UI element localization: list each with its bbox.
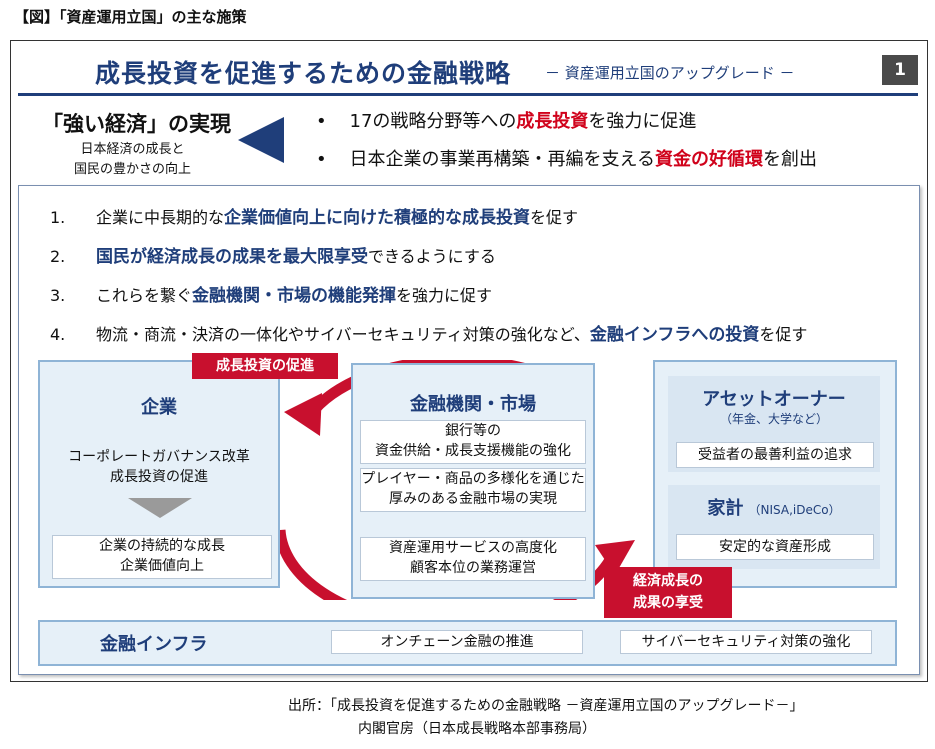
asset-owner-item: 受益者の最善利益の追求 xyxy=(676,442,874,468)
finance-item-line1: 銀行等の xyxy=(445,423,501,439)
finance-item-line2: 顧客本位の業務運営 xyxy=(410,560,536,576)
item-text-post: を促す xyxy=(759,325,808,344)
bullet-growth-investment: • 17の戦略分野等への成長投資を強力に促進 xyxy=(316,107,696,133)
item-text-post: を促す xyxy=(530,208,579,227)
left-triangle-icon xyxy=(238,117,284,163)
numbered-item-1: 1. 企業に中長期的な企業価値向上に向けた積極的な成長投資を促す xyxy=(50,203,578,228)
item-number: 3. xyxy=(50,286,66,305)
infra-item-cybersecurity: サイバーセキュリティ対策の強化 xyxy=(620,630,872,654)
bullet-highlight: 成長投資 xyxy=(516,111,589,132)
down-triangle-icon xyxy=(128,498,192,518)
bullet-dot: • xyxy=(316,111,327,132)
source-line2: 内閣官房（日本成長戦略本部事務局） xyxy=(358,721,596,737)
goal-title: 「強い経済」の実現 xyxy=(42,112,231,136)
asset-owner-title: アセットオーナー xyxy=(702,389,846,410)
bullet-capital-cycle: • 日本企業の事業再構築・再編を支える資金の好循環を創出 xyxy=(316,145,817,171)
item-number: 1. xyxy=(50,208,66,227)
finance-item-line2: 厚みのある金融市場の実現 xyxy=(389,491,557,507)
item-highlight: 金融機関・市場の機能発揮 xyxy=(192,286,397,306)
source-line1: 出所：「成長投資を促進するための金融戦略 －資産運用立国のアップグレード－」 xyxy=(288,698,804,714)
asset-owner-subtitle: （年金、大学など） xyxy=(719,412,828,426)
numbered-item-3: 3. これらを繋ぐ金融機関・市場の機能発揮を強力に促す xyxy=(50,281,492,306)
arrow-head-left-icon xyxy=(284,393,322,436)
bullet-text-post: を強力に促進 xyxy=(588,111,697,132)
finance-item-line2: 資金供給・成長支援機能の強化 xyxy=(375,443,571,459)
item-highlight: 国民が経済成長の成果を最大限享受 xyxy=(96,247,368,267)
infra-item-onchain: オンチェーン金融の推進 xyxy=(331,630,583,654)
item-highlight: 金融インフラへの投資 xyxy=(589,325,760,345)
household-title: 家計 xyxy=(707,498,744,519)
item-highlight: 企業価値向上に向けた積極的な成長投資 xyxy=(224,208,531,228)
goal-subtitle: 日本経済の成長と 国民の豊かさの向上 xyxy=(60,140,205,180)
infra-title: 金融インフラ xyxy=(100,634,208,655)
company-result-box: 企業の持続的な成長 企業価値向上 xyxy=(52,535,272,579)
enjoy-growth-line2: 成果の享受 xyxy=(633,595,703,611)
company-title: 企業 xyxy=(141,397,177,418)
bullet-dot: • xyxy=(316,149,327,170)
enjoy-growth-line1: 経済成長の xyxy=(633,573,703,589)
page-number: 1 xyxy=(882,55,918,85)
figure-caption: 【図】「資産運用立国」の主な施策 xyxy=(14,8,247,26)
bullet-highlight: 資金の好循環 xyxy=(654,149,763,170)
bullet-text-pre: 日本企業の事業再構築・再編を支える xyxy=(349,149,655,170)
item-text-pre: 物流・商流・決済の一体化やサイバーセキュリティ対策の強化など、 xyxy=(96,325,590,344)
household-subtitle: （NISA,iDeCo） xyxy=(748,503,841,517)
finance-item-market: プレイヤー・商品の多様化を通じた 厚みのある金融市場の実現 xyxy=(360,468,586,512)
item-text-pre: これらを繋ぐ xyxy=(96,286,193,305)
finance-title: 金融機関・市場 xyxy=(410,394,536,415)
item-text-pre: 企業に中長期的な xyxy=(96,208,225,227)
promote-growth-label: 成長投資の促進 xyxy=(192,353,338,379)
numbered-item-2: 2. 国民が経済成長の成果を最大限享受できるようにする xyxy=(50,242,496,267)
numbered-item-4: 4. 物流・商流・決済の一体化やサイバーセキュリティ対策の強化など、金融インフラへ… xyxy=(50,320,807,345)
goal-subtitle-line1: 日本経済の成長と xyxy=(80,142,185,157)
finance-item-asset-management: 資産運用サービスの高度化 顧客本位の業務運営 xyxy=(360,537,586,581)
company-line2: 成長投資の促進 xyxy=(110,469,208,485)
item-text-post: を強力に促す xyxy=(396,286,493,305)
finance-item-line1: プレイヤー・商品の多様化を通じた xyxy=(361,471,585,487)
enjoy-growth-label: 経済成長の 成果の享受 xyxy=(604,567,732,618)
finance-item-line1: 資産運用サービスの高度化 xyxy=(389,540,557,556)
item-number: 4. xyxy=(50,325,66,344)
slide-title: 成長投資を促進するための金融戦略 xyxy=(95,59,512,88)
slide-header xyxy=(18,47,918,96)
household-item: 安定的な資産形成 xyxy=(676,534,874,560)
arrow-head-right-icon xyxy=(595,540,635,575)
bullet-text-post: を創出 xyxy=(762,149,817,170)
household-heading: 家計 （NISA,iDeCo） xyxy=(668,494,880,520)
item-text-post: できるようにする xyxy=(368,247,496,266)
company-description: コーポレートガバナンス改革 成長投資の促進 xyxy=(38,447,280,487)
goal-subtitle-line2: 国民の豊かさの向上 xyxy=(73,162,191,177)
company-result-line1: 企業の持続的な成長 xyxy=(99,538,225,554)
company-result-line2: 企業価値向上 xyxy=(120,558,204,574)
item-number: 2. xyxy=(50,247,66,266)
bullet-text-pre: 17の戦略分野等への xyxy=(349,111,517,132)
company-line1: コーポレートガバナンス改革 xyxy=(68,449,250,465)
slide-subtitle: － 資産運用立国のアップグレード － xyxy=(545,64,795,82)
finance-item-bank: 銀行等の 資金供給・成長支援機能の強化 xyxy=(360,420,586,464)
